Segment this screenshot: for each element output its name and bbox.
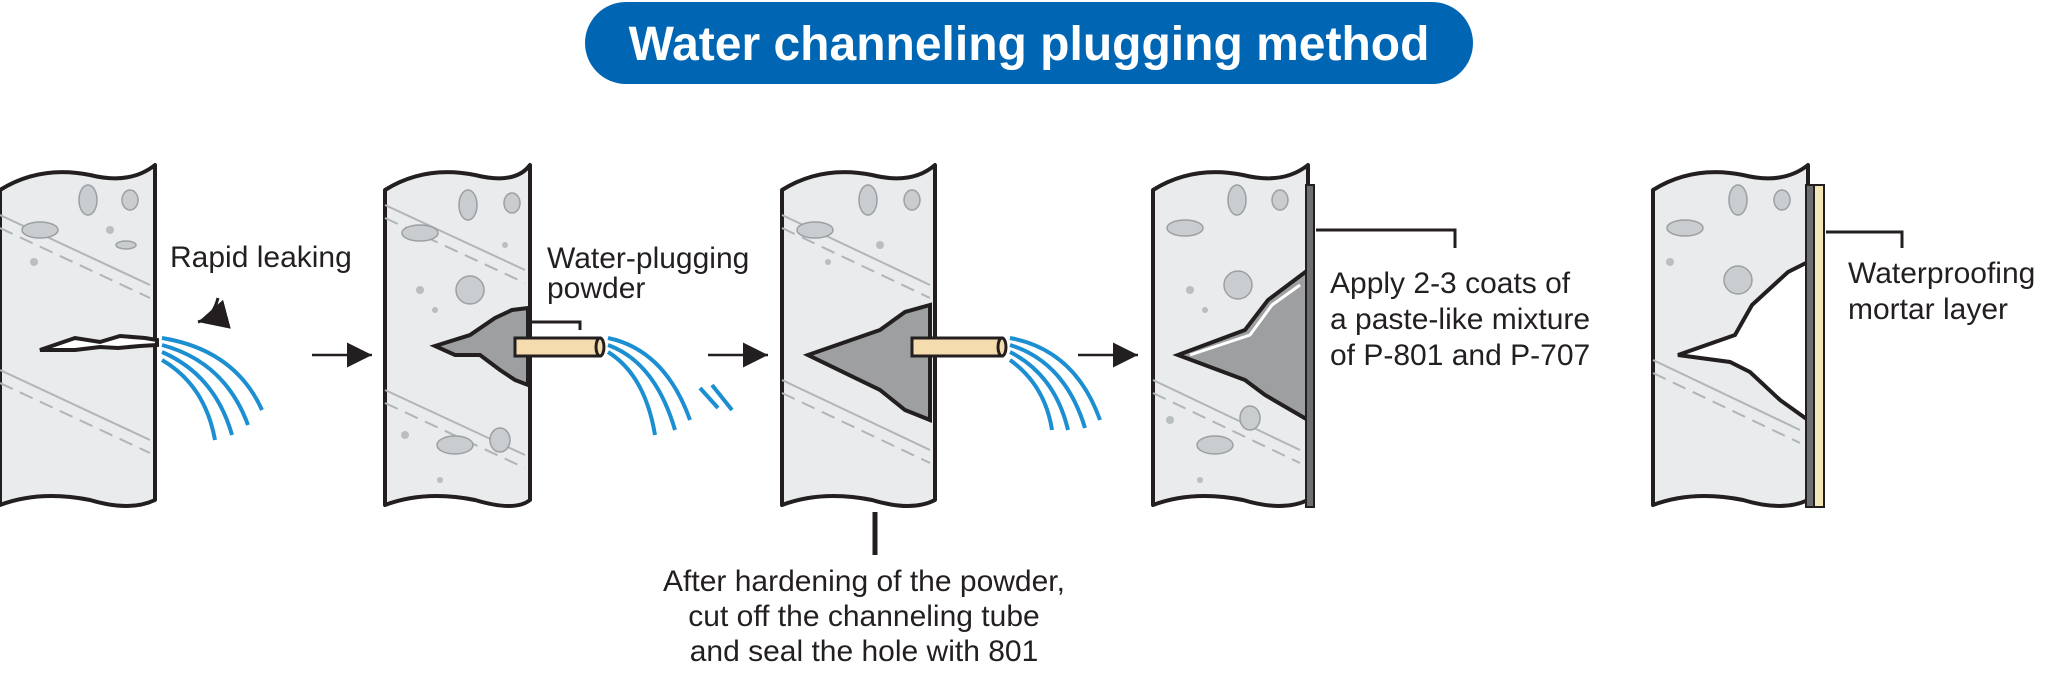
- step-2-label-line-1: Water-plugging: [547, 242, 749, 275]
- step-5-label-line-2: mortar layer: [1848, 293, 2008, 326]
- wall-section-1: [0, 163, 157, 508]
- water-jet-2: [606, 336, 734, 436]
- step-4-label-line-1: Apply 2-3 coats of: [1330, 267, 1571, 300]
- coat-under-mortar: [1805, 184, 1815, 508]
- step-2-label-line-2: powder: [547, 272, 645, 305]
- step-2-plugging-powder: Water-plugging powder: [383, 163, 749, 508]
- channeling-tube: [513, 336, 602, 358]
- water-jet-3: [1008, 336, 1102, 431]
- mortar-layer: [1813, 184, 1825, 508]
- step-1-label: Rapid leaking: [170, 241, 352, 274]
- step-4-label-line-2: a paste-like mixture: [1330, 303, 1590, 336]
- cut-tube: [910, 336, 1004, 358]
- water-jet-1: [160, 336, 264, 441]
- step-3-label-line-1: After hardening of the powder,: [663, 565, 1065, 598]
- title-text: Water channeling plugging method: [629, 18, 1430, 71]
- coat-layer: [1305, 184, 1315, 508]
- wall-section-2: [383, 163, 532, 508]
- step-1-rapid-leaking: Rapid leaking: [0, 163, 352, 508]
- step-5-mortar-layer: Waterproofing mortar layer: [1651, 163, 2035, 508]
- step-4-label-line-3: of P-801 and P-707: [1330, 339, 1590, 372]
- curved-arrow: [197, 297, 231, 329]
- powder-fill: [429, 305, 530, 388]
- step-5-label-line-1: Waterproofing: [1848, 257, 2035, 290]
- title-badge: Water channeling plugging method: [585, 2, 1473, 84]
- powder-leader: [528, 320, 582, 330]
- step-3-label-line-2: cut off the channeling tube: [688, 600, 1039, 633]
- crack: [39, 333, 159, 352]
- step-5-leader: [1826, 230, 1904, 248]
- step-3-label-line-3: and seal the hole with 801: [690, 635, 1039, 668]
- step-4-apply-coats: Apply 2-3 coats of a paste-like mixture …: [1151, 163, 1590, 508]
- hardened-plug: [802, 302, 932, 423]
- step-4-leader: [1316, 228, 1457, 248]
- step-3-cut-tube: After hardening of the powder, cut off t…: [663, 163, 1102, 668]
